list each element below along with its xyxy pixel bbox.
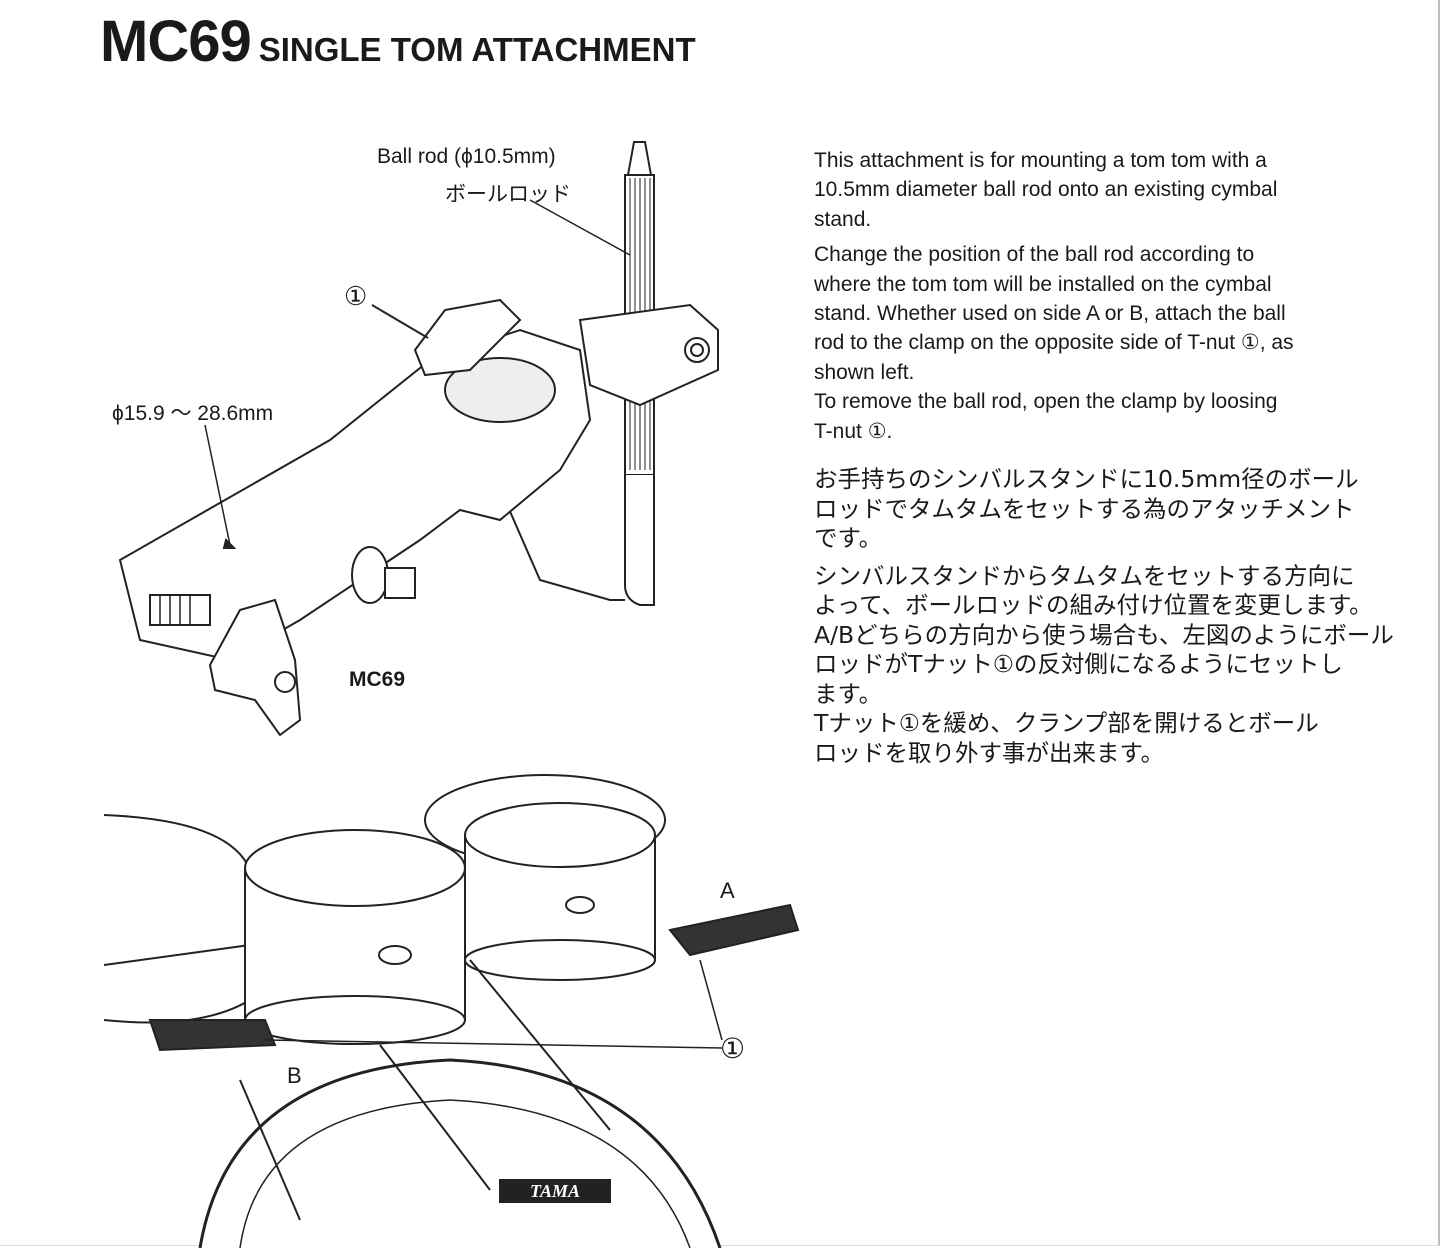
- text-line: よって、ボールロッドの組み付け位置を変更します。: [814, 591, 1373, 619]
- text-line: where the tom tom will be installed on t…: [814, 272, 1272, 296]
- ball-rod-label: Ball rod (ϕ10.5mm): [377, 145, 556, 168]
- clamp-side-b: [148, 1019, 277, 1052]
- model-number: MC69: [100, 9, 252, 74]
- text-line: お手持ちのシンバルスタンドに10.5mm径のボール: [814, 465, 1359, 493]
- text-line: ます。: [814, 679, 883, 708]
- text-line: です。: [814, 524, 883, 552]
- mc69-clamp-illustration: [118, 141, 719, 737]
- text-line: Tナット①を緩め、クランプ部を開けるとボール: [814, 709, 1319, 737]
- text-line: シンバルスタンドからタムタムをセットする方向に: [814, 561, 1355, 590]
- text-line: ロッドでタムタムをセットする為のアタッチメント: [814, 494, 1355, 523]
- drum-kit-illustration: TAMA: [103, 774, 800, 1248]
- ball-rod-label-ja: ボールロッド: [445, 182, 571, 206]
- clamp-side-a: [668, 903, 800, 957]
- tama-logo: TAMA: [530, 1181, 580, 1201]
- text-line: T-nut ①.: [814, 419, 893, 443]
- model-caption: MC69: [349, 668, 406, 691]
- text-line: This attachment is for mounting a tom to…: [814, 149, 1267, 172]
- text-line: ロッドを取り外す事が出来ます。: [814, 738, 1165, 767]
- text-line: A/Bどちらの方向から使う場合も、左図のようにボール: [814, 620, 1394, 649]
- en-paragraph-1: This attachment is for mounting a tom to…: [814, 146, 1294, 234]
- side-b-label: B: [287, 1063, 302, 1088]
- title-subtitle: SINGLE TOM ATTACHMENT: [258, 31, 696, 68]
- japanese-description: お手持ちのシンバルスタンドに10.5mm径のボール ロッドでタムタムをセットする…: [814, 465, 1394, 776]
- ja-paragraph-1: お手持ちのシンバルスタンドに10.5mm径のボール ロッドでタムタムをセットする…: [814, 465, 1394, 554]
- clamp-range-label: ϕ15.9 〜 28.6mm: [112, 402, 274, 425]
- text-line: To remove the ball rod, open the clamp b…: [814, 390, 1278, 414]
- text-line: ロッドがTナット①の反対側になるようにセットし: [814, 650, 1343, 678]
- ja-paragraph-2: シンバルスタンドからタムタムをセットする方向に よって、ボールロッドの組み付け位…: [814, 562, 1394, 769]
- text-line: stand.: [814, 207, 872, 231]
- text-line: shown left.: [814, 360, 915, 384]
- side-a-label: A: [720, 878, 735, 903]
- text-line: stand. Whether used on side A or B, atta…: [814, 302, 1286, 326]
- text-line: Change the position of the ball rod acco…: [814, 243, 1255, 267]
- english-description: This attachment is for mounting a tom to…: [814, 146, 1294, 452]
- text-line: 10.5mm diameter ball rod onto an existin…: [814, 178, 1278, 202]
- tnut-callout-bottom: ①: [720, 1033, 746, 1064]
- tnut-callout-top: ①: [344, 281, 368, 311]
- en-paragraph-2: Change the position of the ball rod acco…: [814, 240, 1294, 446]
- text-line: rod to the clamp on the opposite side of…: [814, 331, 1294, 355]
